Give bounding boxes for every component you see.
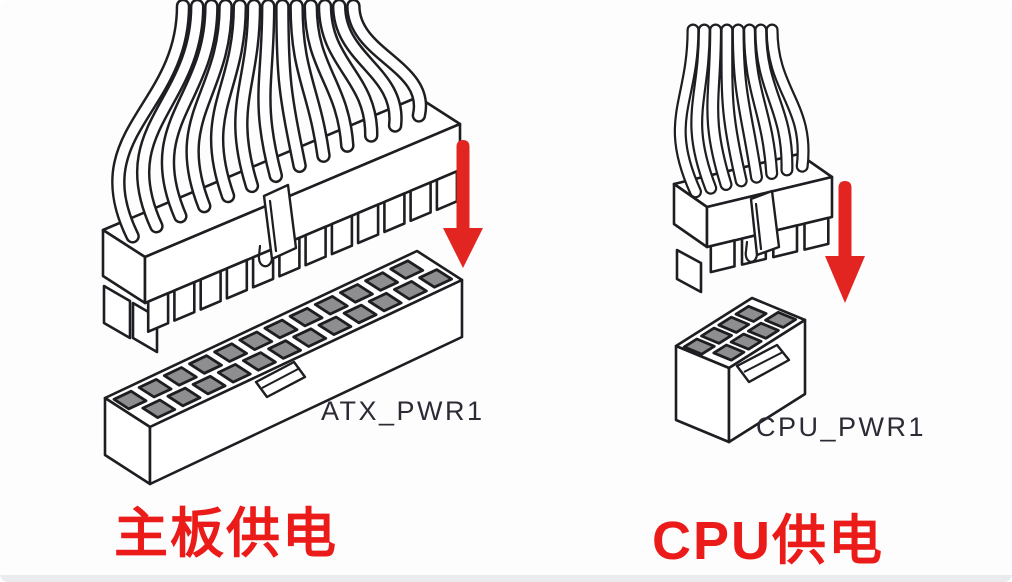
plug-pin-sleeve xyxy=(225,258,249,300)
wire xyxy=(334,1,401,131)
wire xyxy=(722,25,746,186)
wire xyxy=(291,1,329,161)
plug-pin-sleeve xyxy=(356,203,380,245)
cpu-caption: CPU供电 xyxy=(652,511,885,571)
pin-hole xyxy=(166,386,202,408)
latch-hook xyxy=(257,199,278,268)
wire xyxy=(187,1,231,211)
pin-hole xyxy=(112,389,148,411)
wire-bundle xyxy=(111,0,428,244)
pin-hole xyxy=(238,330,274,352)
cpu-socket-label: CPU_PWR1 xyxy=(756,412,927,442)
plug-pin-sleeve xyxy=(330,214,354,256)
wire xyxy=(113,1,188,242)
pin-hole xyxy=(338,283,374,304)
plug-pin-sleeve xyxy=(383,192,406,234)
wire-bundle xyxy=(673,23,810,199)
wire xyxy=(163,1,217,221)
pin-hole xyxy=(717,315,751,334)
wire xyxy=(708,25,731,189)
cpu-power-socket xyxy=(674,296,807,444)
wire xyxy=(306,1,353,151)
pin-hole xyxy=(367,291,403,313)
pin-hole xyxy=(712,343,746,362)
pin-hole xyxy=(317,315,353,337)
plug-pin-sleeve xyxy=(803,216,830,251)
pin-hole xyxy=(764,310,798,329)
pin-hole xyxy=(216,362,252,384)
latch-hook xyxy=(744,202,763,263)
pin-hole-grid xyxy=(682,304,798,362)
bottom-edge-strip xyxy=(0,575,1012,582)
pin-hole xyxy=(700,326,733,345)
latch-clip xyxy=(262,183,298,261)
pin-hole xyxy=(288,306,324,328)
pin-hole xyxy=(389,259,425,280)
wire xyxy=(320,1,376,141)
wire xyxy=(236,1,259,191)
pin-hole xyxy=(241,351,277,372)
pin-hole xyxy=(682,337,716,356)
pin-hole xyxy=(364,271,400,292)
pin-hole xyxy=(313,294,349,316)
plug-pin-sleeve xyxy=(675,248,703,294)
down-arrow-icon xyxy=(443,140,483,268)
wire xyxy=(756,25,792,175)
atx-power-plug xyxy=(101,0,462,354)
atx-power-socket xyxy=(103,249,464,486)
pin-hole xyxy=(263,318,299,340)
pin-hole xyxy=(342,303,378,325)
wire xyxy=(675,25,700,197)
pin-hole-grid xyxy=(112,259,454,420)
pin-hole xyxy=(188,354,223,375)
plug-pin-sleeve xyxy=(199,269,222,311)
latch-tab-fold xyxy=(261,367,301,389)
latch-clip xyxy=(749,189,781,257)
pin-hole xyxy=(734,304,768,323)
socket-front-face xyxy=(148,278,464,486)
down-arrow-icon xyxy=(825,181,865,303)
cpu-power-plug xyxy=(672,23,834,294)
plug-pin-sleeve xyxy=(102,284,132,340)
wire xyxy=(212,1,245,201)
plug-pin-sleeve xyxy=(304,225,327,267)
wire xyxy=(767,25,808,171)
socket-front-face xyxy=(727,318,807,444)
wire xyxy=(692,25,715,193)
plug-pin-sleeve xyxy=(409,181,432,223)
pin-hole xyxy=(162,366,198,387)
wire xyxy=(259,1,281,181)
pin-hole xyxy=(267,339,303,360)
pin-hole xyxy=(392,279,428,301)
atx-socket-label: ATX_PWR1 xyxy=(321,396,485,426)
wire xyxy=(733,25,761,182)
pin-hole xyxy=(137,377,173,399)
atx-caption: 主板供电 xyxy=(114,504,338,564)
pin-hole xyxy=(292,327,328,348)
pin-hole xyxy=(418,268,454,289)
plug-pin-sleeve xyxy=(709,239,736,274)
plug-pin-sleeve xyxy=(251,247,275,289)
latch-tab-fold xyxy=(743,351,784,373)
latch-tab xyxy=(735,343,791,384)
pin-hole xyxy=(141,398,177,420)
pin-hole xyxy=(213,342,249,363)
wire xyxy=(745,25,776,178)
wire xyxy=(138,1,202,231)
wire xyxy=(277,1,305,171)
pin-hole xyxy=(191,374,227,396)
pin-hole xyxy=(729,332,763,351)
wire xyxy=(348,1,425,121)
plug-pin-sleeve xyxy=(173,280,196,322)
pin-hole xyxy=(747,321,780,340)
plug-pin-sleeve xyxy=(146,291,170,334)
